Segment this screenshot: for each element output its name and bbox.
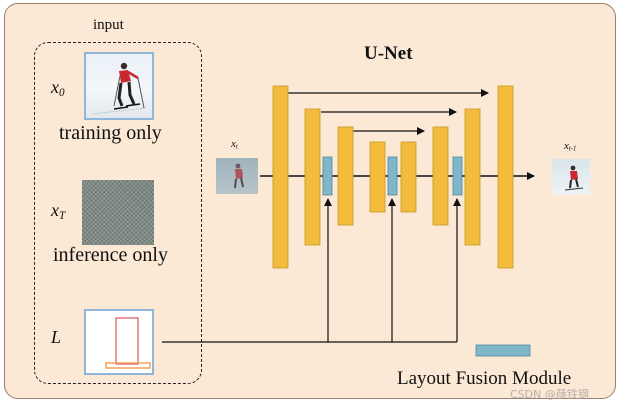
decoder-block-1 xyxy=(497,85,514,269)
inference-only-caption: inference only xyxy=(53,244,168,266)
xt-minus-1-label: xt-1 xyxy=(564,140,576,153)
xT-symbol: xT xyxy=(51,200,65,222)
xt-label-subscript: t xyxy=(235,143,238,151)
fusion-modules xyxy=(322,156,463,196)
noisy-skier-icon xyxy=(234,163,244,189)
skier-figure-icon xyxy=(91,62,147,115)
skip-connections xyxy=(288,89,489,135)
x0-symbol-subscript: 0 xyxy=(59,86,65,99)
layout-image-L xyxy=(84,309,154,375)
layout-fusion-module-legend-swatch xyxy=(475,344,531,357)
unet-blocks xyxy=(272,85,514,269)
xT-symbol-base: x xyxy=(51,200,59,220)
input-group-box xyxy=(34,42,202,384)
xt-minus-1-base: x xyxy=(564,140,569,152)
decoder-block-3 xyxy=(432,126,449,226)
unet-title: U-Net xyxy=(364,43,413,64)
layout-symbol: L xyxy=(51,327,62,347)
training-image-x0 xyxy=(84,52,154,120)
layout-fusion-module-legend-label: Layout Fusion Module xyxy=(397,368,572,389)
xt-minus-1-subscript: t-1 xyxy=(568,145,577,153)
fusion-module-3 xyxy=(452,156,463,196)
denoised-skier-icon xyxy=(564,165,584,191)
encoder-block-2 xyxy=(304,108,321,246)
noise-image-xT xyxy=(82,180,154,245)
bottleneck-block-1 xyxy=(369,141,386,213)
current-state-image-xt xyxy=(216,158,258,194)
output-image-xt-minus-1 xyxy=(552,159,590,195)
training-only-caption: training only xyxy=(59,122,162,144)
xT-symbol-subscript: T xyxy=(59,209,66,222)
xt-label: xt xyxy=(231,138,238,151)
layout-boxes-icon xyxy=(105,317,151,369)
fusion-module-2 xyxy=(387,156,398,196)
x0-symbol-base: x xyxy=(51,77,59,97)
fusion-module-1 xyxy=(322,156,333,196)
encoder-block-3 xyxy=(337,126,354,226)
encoder-block-1 xyxy=(272,85,289,269)
watermark: CSDN @薛铁钢 xyxy=(510,388,589,401)
xt-label-base: x xyxy=(231,138,236,150)
input-group-label: input xyxy=(93,17,124,33)
decoder-block-2 xyxy=(464,108,481,246)
bottleneck-block-2 xyxy=(400,141,417,213)
x0-symbol: x0 xyxy=(51,77,65,99)
layout-condition-path xyxy=(162,198,461,343)
